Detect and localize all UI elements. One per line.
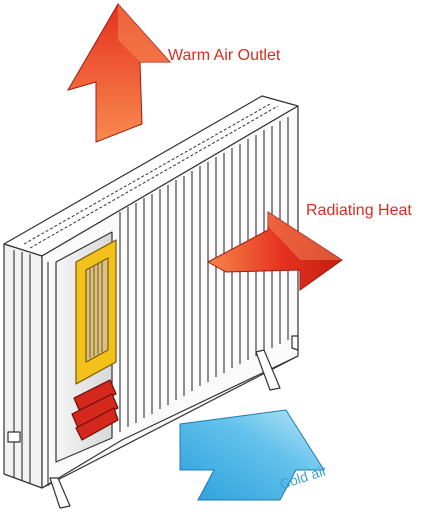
warm-air-outlet-label: Warm Air Outlet — [168, 47, 281, 64]
heating-element — [75, 239, 117, 385]
radiator-icon — [3, 95, 299, 509]
heater-legs — [49, 335, 299, 509]
cold-air-arrow — [179, 409, 325, 501]
power-switch-icon — [7, 431, 21, 443]
heat-fins — [71, 379, 119, 441]
warm-outlet-arrow — [66, 3, 172, 143]
radiating-heat-arrow — [206, 211, 343, 291]
radiating-heat-label: Radiating Heat — [306, 202, 412, 219]
top-vent-grille — [23, 103, 279, 249]
